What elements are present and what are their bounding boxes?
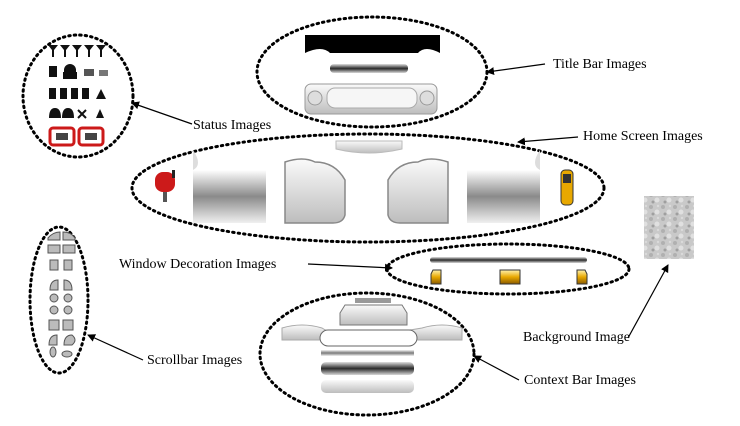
- scrollbar-ellipse: [28, 225, 90, 375]
- background-label: Background Image: [523, 330, 630, 345]
- title-bar-images: [304, 35, 440, 115]
- window-decoration-ellipse: [385, 242, 631, 296]
- window-decoration-arrow: [307, 263, 393, 272]
- calculator-icon: [49, 66, 57, 77]
- background-arrow: [627, 264, 669, 339]
- scrollbar-label: Scrollbar Images: [147, 353, 243, 368]
- context-bar-label: Context Bar Images: [524, 373, 636, 388]
- signal-strength-icon: [48, 45, 106, 57]
- scrollbar-arrow: [87, 334, 144, 361]
- lock-icon: [63, 64, 77, 79]
- home-screen-images: [155, 140, 574, 224]
- background-image: [644, 196, 694, 259]
- mailbox-icon: [155, 170, 175, 202]
- battery-icon: [49, 88, 106, 99]
- window-decoration-label: Window Decoration Images: [119, 257, 277, 272]
- context-bar-images: [281, 298, 463, 393]
- context-bar-ellipse: [258, 291, 476, 417]
- home-screen-label: Home Screen Images: [583, 129, 703, 144]
- phone-card-icon: [48, 126, 105, 147]
- alarm-bell-icon: [49, 108, 104, 119]
- home-screen-arrow: [517, 136, 579, 146]
- status-arrow: [131, 101, 193, 125]
- title-bar-arrow: [486, 63, 546, 76]
- window-decoration-images: [430, 257, 588, 285]
- context-bar-arrow: [473, 355, 520, 381]
- envelope-icon: [84, 69, 94, 76]
- mobile-phone-icon: [560, 169, 574, 206]
- status-label: Status Images: [193, 118, 272, 133]
- status-ellipse: [21, 33, 135, 159]
- home-screen-ellipse: [130, 132, 606, 244]
- status-images: [48, 45, 108, 147]
- scrollbar-images: [47, 231, 76, 358]
- title-bar-label: Title Bar Images: [553, 57, 647, 72]
